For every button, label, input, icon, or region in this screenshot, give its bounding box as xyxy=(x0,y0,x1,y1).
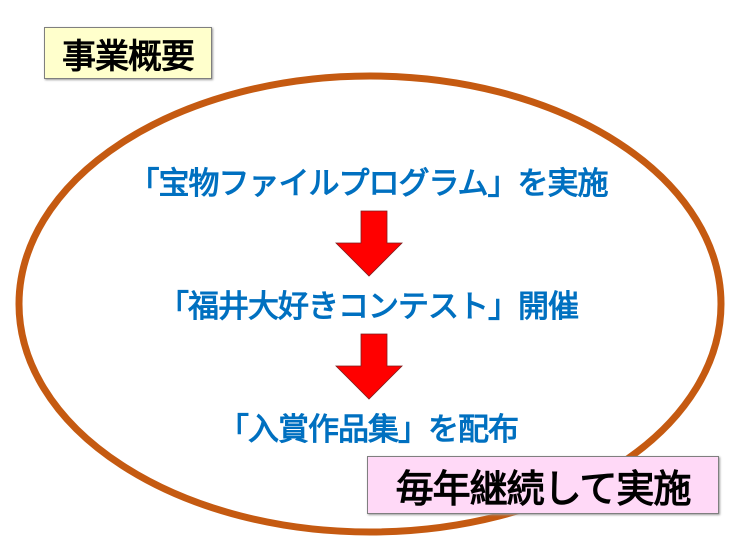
step-3-text: 「入賞作品集」を配布 xyxy=(218,412,519,448)
step-2-text: 「福井大好きコンテスト」開催 xyxy=(158,289,579,325)
note-text: 毎年継続して実施 xyxy=(395,466,692,511)
cycle-ellipse xyxy=(15,72,725,536)
down-arrow-1 xyxy=(335,210,403,277)
step-1-text: 「宝物ファイルプログラム」を実施 xyxy=(128,166,608,202)
title-text: 事業概要 xyxy=(62,36,195,77)
down-arrow-2 xyxy=(335,333,403,400)
note-box: 毎年継続して実施 xyxy=(367,456,719,514)
title-box: 事業概要 xyxy=(44,27,212,79)
